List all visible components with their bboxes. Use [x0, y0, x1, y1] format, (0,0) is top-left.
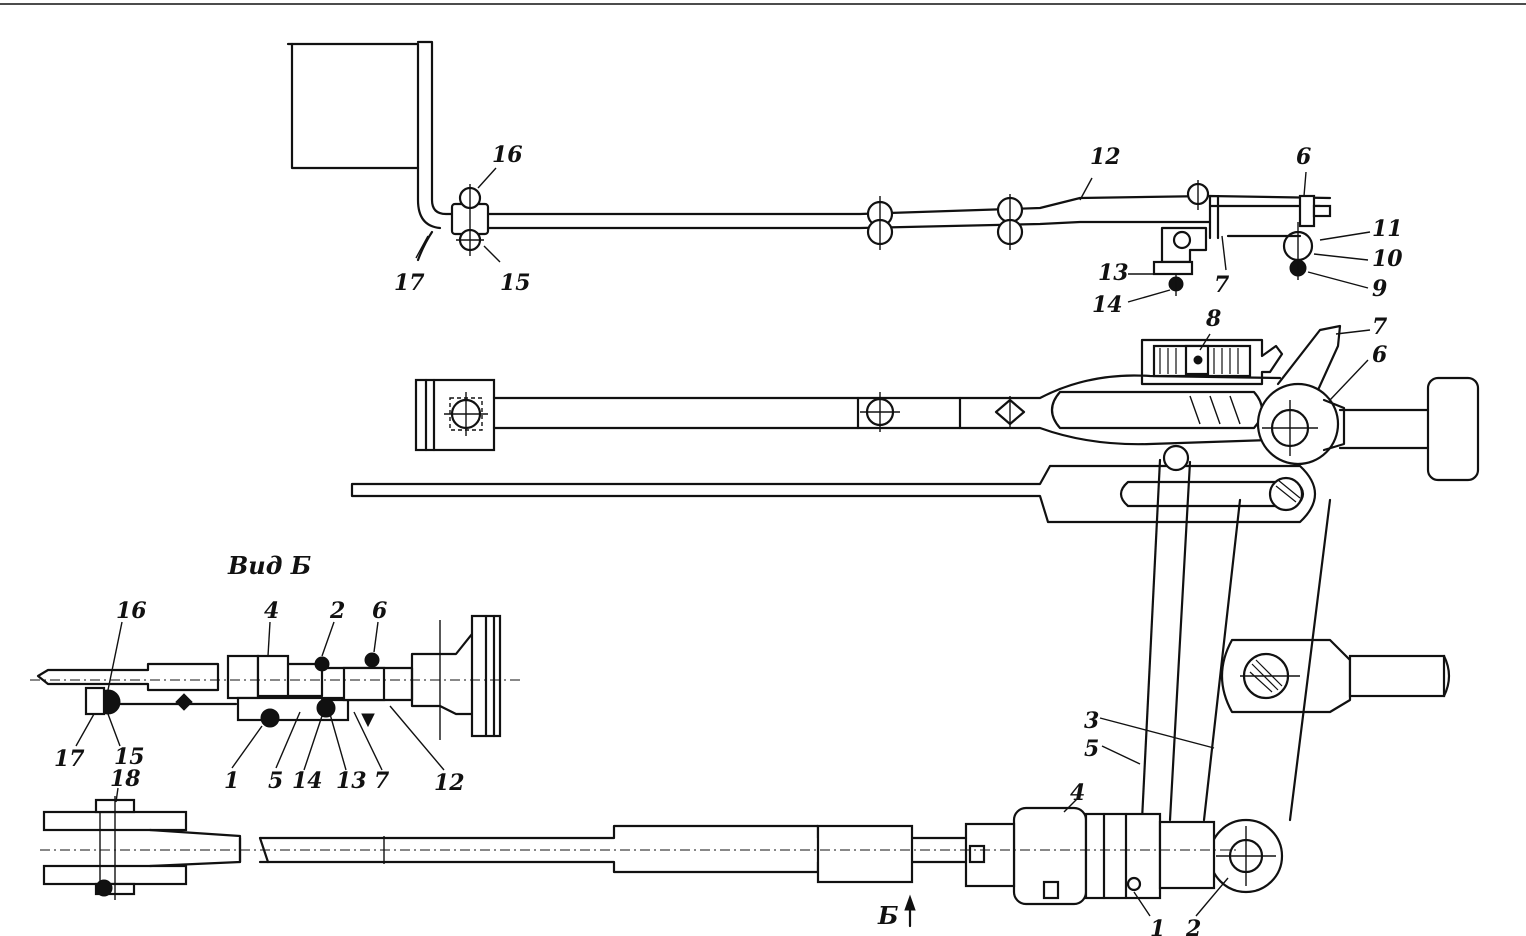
callout-side-16: 16	[116, 598, 147, 624]
hub-6	[1256, 382, 1346, 466]
callout-top-16: 16	[492, 142, 523, 168]
callout-side-15: 15	[114, 744, 145, 770]
callout-top-9: 9	[1372, 276, 1387, 302]
arm-5	[1140, 458, 1162, 822]
callout-top-6: 6	[1296, 144, 1311, 170]
callout-top-11: 11	[1372, 216, 1403, 242]
top-view-leaders	[415, 167, 1371, 303]
callout-low-18: 18	[110, 766, 141, 792]
top-end-fitting	[1226, 194, 1332, 280]
callout-top-15: 15	[500, 270, 531, 296]
callout-top-13: 13	[1098, 260, 1129, 286]
middle-view	[350, 324, 1480, 524]
middle-main-rod	[492, 374, 1282, 400]
top-bolt-16	[450, 184, 490, 256]
callout-side-7: 7	[374, 768, 390, 794]
side-view-title: Вид Б	[227, 551, 311, 580]
fork-18	[42, 796, 242, 900]
callout-side-14: 14	[292, 768, 323, 794]
callout-low-2: 2	[1185, 916, 1201, 936]
callout-side-17: 17	[54, 746, 85, 772]
side-end-housing	[410, 632, 478, 716]
knob	[1426, 376, 1480, 482]
pedal-bracket	[416, 40, 454, 216]
spring-housing	[1140, 338, 1284, 386]
callout-top-14: 14	[1092, 292, 1123, 318]
callout-mid-8: 8	[1205, 306, 1221, 332]
top-view	[286, 40, 1371, 303]
callout-top-7: 7	[1214, 272, 1230, 298]
lower-view	[40, 458, 1451, 928]
top-long-rod	[450, 194, 1332, 216]
callout-top-17: 17	[394, 270, 425, 296]
callout-mid-6: 6	[1372, 342, 1387, 368]
callout-low-4: 4	[1070, 780, 1085, 806]
middle-slotted-bar	[350, 464, 1316, 524]
top-rod-rivets	[866, 180, 1210, 250]
callout-side-12: 12	[434, 770, 465, 796]
lever-7	[1276, 324, 1342, 392]
callout-side-6: 6	[372, 598, 387, 624]
top-bracket-13	[1152, 226, 1208, 296]
callout-side-1: 1	[224, 768, 239, 794]
arm-3	[1202, 498, 1242, 822]
callout-side-13: 13	[336, 768, 367, 794]
callout-low-1: 1	[1150, 916, 1165, 936]
callout-side-2: 2	[329, 598, 345, 624]
callout-side-5: 5	[268, 768, 283, 794]
pedal-pad	[290, 42, 420, 170]
callout-mid-7: 7	[1372, 314, 1388, 340]
callout-side-4: 4	[264, 598, 279, 624]
callout-low-5: 5	[1084, 736, 1099, 762]
side-view	[30, 614, 520, 771]
callout-top-12: 12	[1090, 144, 1121, 170]
callout-top-10: 10	[1372, 246, 1403, 272]
callout-low-3: 3	[1084, 708, 1099, 734]
view-arrow-label: Б	[877, 901, 899, 930]
